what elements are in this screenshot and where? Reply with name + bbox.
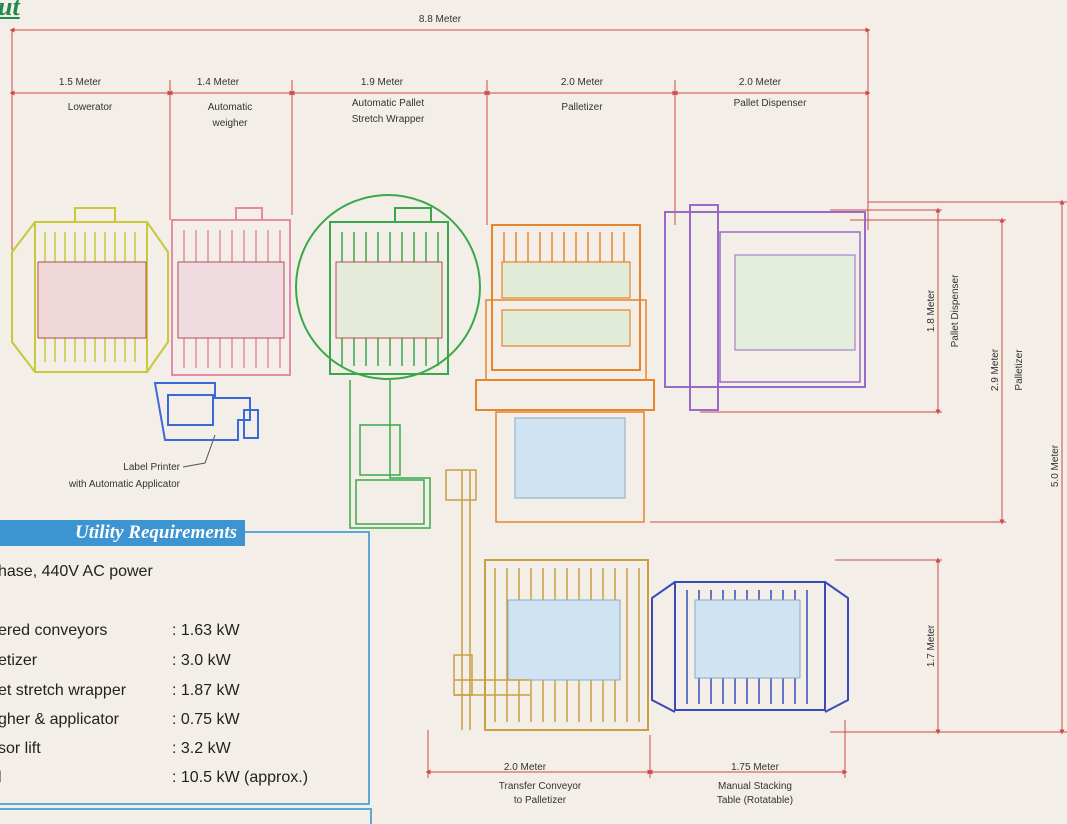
label-transfer-1: Transfer Conveyor	[499, 781, 582, 792]
next-panel-edge	[0, 808, 372, 824]
utility-heading: Utility Requirements	[0, 520, 245, 546]
label-stacking-2: Table (Rotatable)	[717, 795, 793, 806]
utility-row: gher & applicator : 0.75 kW	[0, 711, 368, 733]
transfer-conveyor-machine	[445, 469, 649, 731]
utility-row: etizer : 3.0 kW	[0, 652, 368, 674]
stacking-table-machine	[651, 581, 849, 713]
label-palletizer: Palletizer	[561, 102, 603, 113]
section-labels: Lowerator Automatic weigher Automatic Pa…	[68, 98, 1025, 806]
printer-leader-line	[182, 434, 216, 468]
utility-item-value: : 10.5 kW (approx.)	[172, 769, 309, 786]
label-lowerator: Lowerator	[68, 102, 113, 113]
utility-item-name: etizer	[0, 652, 38, 669]
dim-overall-height: 5.0 Meter	[1050, 444, 1061, 487]
label-printer-2: with Automatic Applicator	[68, 479, 181, 490]
label-dispenser: Pallet Dispenser	[734, 98, 807, 109]
utility-item-name: l	[0, 769, 2, 787]
utility-item-name: et stretch wrapper	[0, 682, 127, 699]
utility-item-value: : 3.2 kW	[172, 740, 231, 757]
side-label-dispenser: Pallet Dispenser	[950, 274, 961, 347]
dimension-lines	[9, 27, 1067, 778]
dimension-texts: 8.8 Meter 1.5 Meter 1.4 Meter 1.9 Meter …	[59, 14, 1061, 773]
dim-palletizer-height: 2.9 Meter	[990, 348, 1001, 391]
label-transfer-2: to Palletizer	[514, 795, 567, 806]
label-wrapper-2: Stretch Wrapper	[352, 114, 425, 125]
dim-wrapper: 1.9 Meter	[361, 77, 404, 88]
dim-stacking: 1.75 Meter	[731, 762, 779, 773]
utility-item-value: : 0.75 kW	[172, 711, 240, 728]
label-printer-machine	[153, 382, 259, 441]
dim-dispenser: 2.0 Meter	[739, 77, 782, 88]
utility-row: l : 10.5 kW (approx.)	[0, 769, 368, 791]
utility-item-value: : 3.0 kW	[172, 652, 231, 669]
palletizer-machine	[475, 224, 655, 523]
utility-item-name: sor lift	[0, 740, 41, 757]
dim-total: 8.8 Meter	[419, 14, 462, 25]
dim-dispenser-height: 1.8 Meter	[926, 289, 937, 332]
dim-weigher: 1.4 Meter	[197, 77, 240, 88]
utility-row: et stretch wrapper : 1.87 kW	[0, 682, 368, 704]
utility-row: sor lift : 3.2 kW	[0, 740, 368, 762]
label-stacking-1: Manual Stacking	[718, 781, 792, 792]
lowerator-machine	[11, 207, 169, 373]
pallet-dispenser-machine	[664, 204, 866, 411]
utility-item-value: : 1.87 kW	[172, 682, 240, 699]
side-label-palletizer: Palletizer	[1014, 349, 1025, 391]
layout-title-fragment: ut	[0, 0, 20, 21]
weigher-machine	[171, 207, 291, 376]
utility-item-name: ered conveyors	[0, 622, 108, 639]
utility-panel	[0, 531, 370, 805]
label-wrapper-1: Automatic Pallet	[352, 98, 424, 109]
dim-transfer: 2.0 Meter	[504, 762, 547, 773]
utility-power: hase, 440V AC power	[0, 563, 153, 580]
utility-item-value: : 1.63 kW	[172, 622, 240, 639]
label-printer-1: Label Printer	[123, 462, 180, 473]
label-weigher-1: Automatic	[208, 102, 252, 113]
utility-row: ered conveyors : 1.63 kW	[0, 622, 368, 644]
dim-palletizer: 2.0 Meter	[561, 77, 604, 88]
utility-item-name: gher & applicator	[0, 711, 119, 728]
stretch-wrapper-machine	[295, 194, 481, 529]
label-weigher-2: weigher	[211, 118, 248, 129]
utility-power-row: hase, 440V AC power	[0, 563, 368, 585]
dim-stacking-height: 1.7 Meter	[926, 624, 937, 667]
dim-lowerator: 1.5 Meter	[59, 77, 102, 88]
